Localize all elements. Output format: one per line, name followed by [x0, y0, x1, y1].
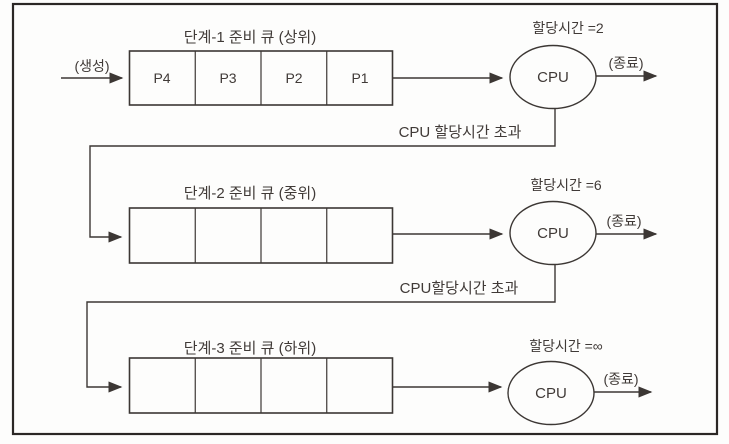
cpu3-quantum-label: 할당시간 =∞ [529, 338, 603, 354]
cpu3-label: CPU [535, 385, 567, 402]
queue2-title: 단계-2 준비 큐 (중위) [184, 185, 316, 202]
cpu3-exit-label: (종료) [603, 371, 638, 387]
cpu2-label: CPU [537, 225, 569, 242]
feedback-path-2 [86, 264, 556, 393]
cpu1-label: CPU [537, 69, 569, 86]
queue1-cell-p2: P2 [285, 70, 302, 86]
queue1-cell-p1: P1 [351, 70, 368, 86]
outer-border [11, 2, 719, 436]
cpu3-ellipse [507, 360, 595, 426]
queue3-title: 단계-3 준비 큐 (하위) [184, 340, 316, 357]
cpu1-quantum-label: 할당시간 =2 [532, 20, 604, 36]
cpu1-exit-label: (종료) [608, 55, 643, 71]
feedback2-label: CPU할당시간 초과 [400, 280, 519, 297]
creation-label: (생성) [74, 58, 109, 74]
cpu2-exit-label: (종료) [606, 213, 641, 229]
queue1-title: 단계-1 준비 큐 (상위) [184, 29, 316, 46]
cpu2-quantum-label: 할당시간 =6 [530, 177, 602, 193]
cpu2-ellipse [509, 200, 597, 266]
feedback1-label: CPU 할당시간 초과 [399, 124, 522, 141]
feedback-path-1 [89, 108, 556, 243]
cpu1-ellipse [509, 44, 597, 110]
queue1-cell-p4: P4 [153, 70, 170, 86]
queue1-cell-p3: P3 [219, 70, 236, 86]
